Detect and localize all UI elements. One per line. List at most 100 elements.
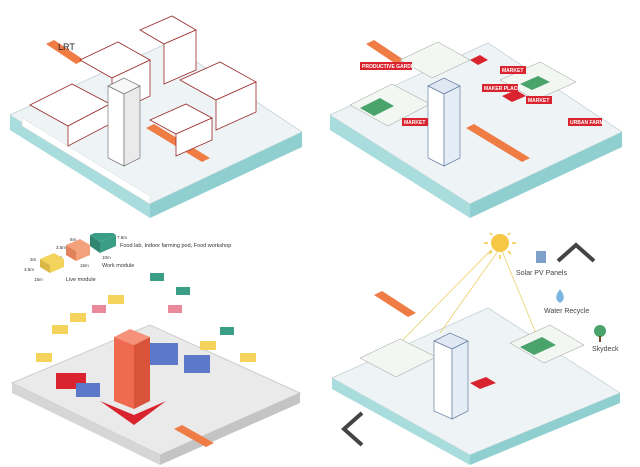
panel-modules: 7.5m 10m 3.5m 6m 5m 15m Food lab, Indoor… <box>0 228 320 466</box>
tag-market-2: MARKET <box>528 98 549 104</box>
island-water-right <box>470 132 622 218</box>
pink-module <box>92 305 106 313</box>
water-recycle-label: Water Recycle <box>544 308 589 315</box>
program-tags: PRODUCTIVE GARDEN MARKET MAKER PLACE MAR… <box>360 62 604 126</box>
tag-bg <box>360 62 412 70</box>
water-recycle-item: Water Recycle <box>544 289 589 315</box>
panel-systems: Solar PV Panels Water Recycle Skydeck <box>320 227 640 466</box>
tower-left <box>433 340 453 420</box>
solar-panel-icon <box>536 251 546 263</box>
modules-drawing: 7.5m 10m 3.5m 6m 5m 15m Food lab, Indoor… <box>10 228 302 465</box>
island-water-right <box>150 132 302 218</box>
dim-label: 7.5m <box>117 235 127 240</box>
pink-module <box>168 305 182 313</box>
tower-right <box>123 85 141 167</box>
dim-label: 10m <box>102 255 111 260</box>
live-module-top <box>40 253 64 265</box>
tower-podium <box>100 401 166 425</box>
dim-label: 15m <box>34 277 43 282</box>
live-module <box>240 353 256 362</box>
live-module <box>200 341 216 350</box>
green-roof <box>520 337 556 355</box>
live-module-legend: 3m 3.5m 15m Live module <box>24 253 96 283</box>
work-module <box>220 327 234 335</box>
block-south-side <box>175 117 213 157</box>
live-module <box>108 295 124 304</box>
tower-top <box>114 329 150 345</box>
panel-structure: LRT <box>0 0 320 233</box>
program-void <box>470 55 488 65</box>
dim-label: 15m <box>80 263 89 268</box>
corner-bracket-top <box>556 242 596 263</box>
tag-bg <box>500 66 526 74</box>
green-roof <box>360 98 394 116</box>
live-module-side <box>40 259 50 273</box>
work-module-side <box>66 245 76 261</box>
tower-left <box>107 85 125 167</box>
tree-icon <box>594 325 606 337</box>
structure-drawing: LRT <box>8 15 304 218</box>
solar-pv-item: Solar PV Panels <box>516 251 567 277</box>
live-module <box>52 325 68 334</box>
corner-bracket-bottom <box>340 411 364 447</box>
dim-label: 3.5m <box>56 245 66 250</box>
work-module-side <box>90 235 100 253</box>
tag-bg <box>402 118 428 126</box>
island-edge-right <box>160 393 300 465</box>
work-module-note: Food lab, Indoor farming pod, Food works… <box>120 243 231 249</box>
island-edge <box>21 117 151 205</box>
work-module-top <box>66 239 90 251</box>
live-module <box>36 353 52 362</box>
lrt-label: LRT <box>58 42 75 52</box>
module-cluster <box>36 273 256 397</box>
island-water-left <box>332 378 470 465</box>
lrt-track-south <box>174 425 214 447</box>
solar-pv-label: Solar PV Panels <box>516 270 567 277</box>
dim-label: 6m <box>70 237 77 242</box>
tag-bg <box>526 96 552 104</box>
blue-block <box>76 383 100 397</box>
work-module-front <box>76 245 90 261</box>
tag-market-3: MARKET <box>404 120 425 126</box>
lrt-track-north <box>366 40 404 64</box>
system-blocks <box>359 324 585 389</box>
work-module-label: Work module <box>102 263 134 269</box>
live-module-front <box>50 259 64 273</box>
systems-drawing: Solar PV Panels Water Recycle Skydeck <box>330 227 622 465</box>
work-module-legend: 7.5m 10m 3.5m 6m 5m 15m Food lab, Indoor… <box>56 228 231 269</box>
tower-left <box>427 85 445 167</box>
live-module <box>70 313 86 322</box>
lrt-track-north <box>374 291 416 317</box>
energy-lines <box>389 248 541 354</box>
skydeck-item: Skydeck <box>592 325 619 353</box>
program-void <box>502 90 526 102</box>
skydeck-label: Skydeck <box>592 346 619 353</box>
tower-left <box>114 337 134 409</box>
work-module <box>150 273 164 281</box>
sun-icon <box>484 227 516 259</box>
blue-block <box>150 343 178 365</box>
block-east-side <box>215 81 257 131</box>
island-water-left <box>10 115 150 218</box>
tower-right <box>451 340 469 420</box>
work-module-front <box>100 235 116 253</box>
dim-label: 3m <box>30 257 37 262</box>
island-water-right <box>470 393 620 465</box>
lrt-track-south <box>466 124 530 162</box>
island-water-left <box>330 115 470 218</box>
tag-bg <box>482 84 518 92</box>
lrt-track-north <box>46 40 84 64</box>
water-drop-icon <box>556 289 564 303</box>
tower-right <box>134 337 150 409</box>
blue-block <box>184 355 210 373</box>
panel-programs: PRODUCTIVE GARDEN MARKET MAKER PLACE MAR… <box>320 0 640 233</box>
dim-label: 3.5m <box>24 267 34 272</box>
live-module-label: Live module <box>66 277 96 283</box>
island-edge-left <box>12 383 160 465</box>
green-roof <box>520 76 550 90</box>
tag-maker-place: MAKER PLACE <box>484 86 521 92</box>
work-module <box>176 287 190 295</box>
structure-blocks <box>29 15 257 157</box>
tag-urban-farm: URBAN FARM <box>570 120 604 126</box>
